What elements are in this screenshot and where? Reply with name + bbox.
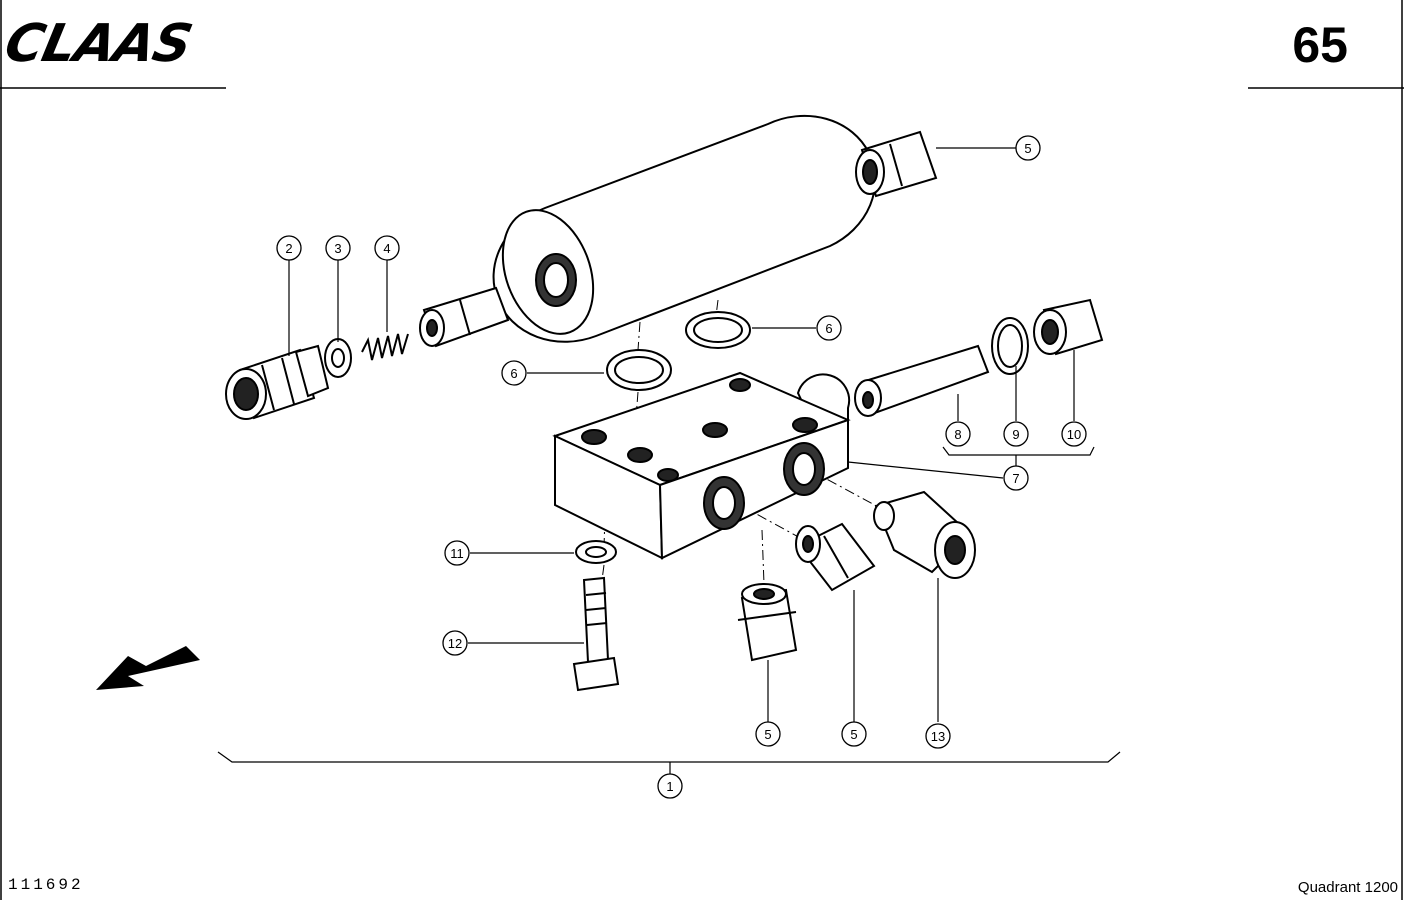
callout-circle-9: [1003, 421, 1029, 447]
leader-lines: [217, 147, 1121, 774]
callout-circle-13: [925, 723, 951, 749]
model-name: Quadrant 1200: [1297, 879, 1398, 896]
callout-circle-4: [374, 235, 400, 261]
callout-labels: 2 3 4 5 5 5 6 6 7 8 9 10 11 12 13 1: [285, 141, 1081, 794]
page-number: 65: [1292, 17, 1348, 73]
callout-label: 6: [825, 321, 832, 336]
callout-circle-5b: [755, 721, 781, 747]
callout-circle-6b: [816, 315, 842, 341]
part-5-fitting-middle: [795, 522, 876, 592]
part-6-seals: [606, 311, 751, 391]
callout-circle-1: [657, 773, 683, 799]
callout-circle-10: [1061, 421, 1087, 447]
part-10-plug: [1033, 298, 1104, 356]
callout-label: 6: [510, 366, 517, 381]
part-5-fitting-bottom: [737, 583, 798, 662]
callout-circle-2: [276, 235, 302, 261]
callout-circle-3: [325, 235, 351, 261]
callout-label: 10: [1067, 427, 1081, 442]
valve-block: [552, 371, 851, 560]
callout-label: 12: [448, 636, 462, 651]
callout-label: 11: [450, 546, 464, 561]
callout-label: 2: [285, 241, 292, 256]
valve-piston: [419, 286, 510, 348]
callout-label: 9: [1012, 427, 1019, 442]
part-9-ring: [991, 317, 1029, 375]
callout-circle-12: [442, 630, 468, 656]
direction-arrow-icon: [96, 646, 200, 690]
callout-circle-6a: [501, 360, 527, 386]
callout-label: 8: [954, 427, 961, 442]
callout-label: 4: [383, 241, 390, 256]
callout-label: 5: [764, 727, 771, 742]
callout-label: 5: [1024, 141, 1031, 156]
part-13-coupling: [873, 490, 976, 579]
callout-circle-11: [444, 540, 470, 566]
callout-circle-8: [945, 421, 971, 447]
callout-circle-5c: [841, 721, 867, 747]
part-3-washer: [324, 338, 352, 378]
drawing-number: 111692: [8, 876, 84, 894]
part-12-bolt: [572, 576, 620, 692]
valve-cylinder: [492, 114, 877, 343]
callout-label: 1: [666, 779, 673, 794]
callout-circle-5a: [1015, 135, 1041, 161]
callout-circles: [276, 135, 1087, 799]
part-4-spring: [361, 333, 409, 361]
callout-label: 7: [1012, 471, 1019, 486]
callout-label: 5: [850, 727, 857, 742]
callout-label: 3: [334, 241, 341, 256]
callout-circle-7: [1003, 465, 1029, 491]
part-5-fitting-top: [855, 130, 938, 198]
callout-label: 13: [931, 729, 945, 744]
part-2-fitting: [225, 344, 330, 420]
part-8-sleeve: [854, 344, 990, 417]
part-11-washer: [575, 540, 617, 564]
